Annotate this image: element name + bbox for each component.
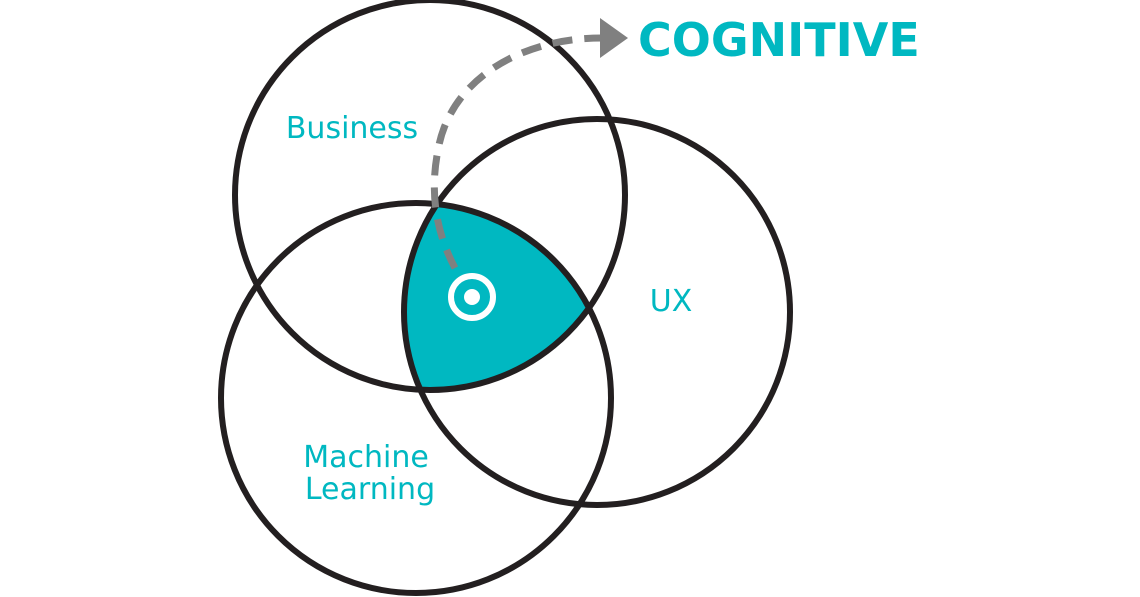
business-circle [232, 0, 628, 393]
target-icon [448, 273, 496, 321]
ux-label: UX [650, 284, 693, 319]
arrow-head-icon [600, 18, 628, 58]
intersection-region [404, 203, 611, 390]
cognitive-title: COGNITIVE [638, 13, 920, 67]
dashed-arrow-icon [430, 34, 603, 270]
machine-learning-label-line2: Learning [305, 472, 435, 507]
machine-learning-circle [218, 200, 614, 596]
machine-learning-label-line1: Machine [303, 440, 429, 475]
business-label: Business [286, 111, 418, 146]
ux-circle [401, 116, 793, 508]
